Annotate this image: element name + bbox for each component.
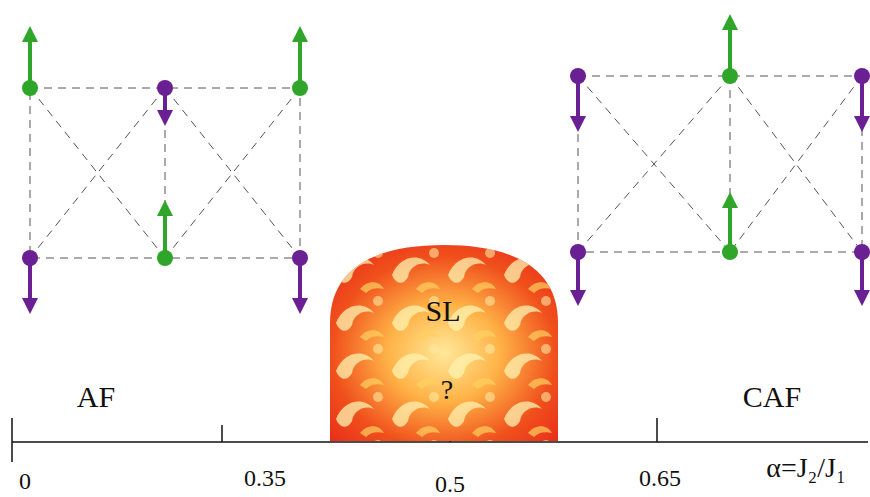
caf-spins [570,22,870,298]
phase-label: AF [77,382,115,412]
dome-shape [330,245,558,441]
spin-liquid-region: SL? [330,245,558,441]
af-spins [22,34,308,306]
phase-label: CAF [743,382,801,412]
region-label: SL [425,296,460,326]
af-lattice [30,88,300,258]
question-mark: ? [441,376,453,404]
tick-label: 0 [19,469,31,493]
axis-label: α=J₂/J₁ [766,454,846,482]
tick-label: 0.35 [244,466,286,490]
tick-label: 0.5 [435,472,465,496]
caf-lattice [578,76,862,252]
tick-label: 0.65 [639,466,681,490]
